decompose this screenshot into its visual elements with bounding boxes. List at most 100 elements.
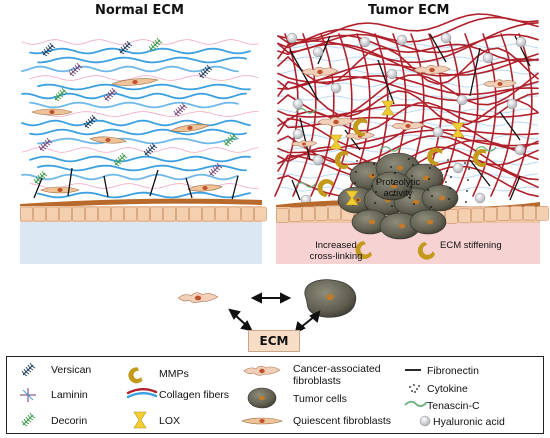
tumor-cytokine-dot [466, 190, 468, 192]
tumor-cytokine-dot [467, 179, 469, 181]
legend-versican-glyph [21, 362, 36, 377]
ecm-center-label: ECM [248, 330, 300, 352]
normal-glyco-10-branch [74, 69, 79, 73]
tumor-epithelial-cell [510, 205, 523, 221]
tumor-caf-3 [317, 116, 355, 127]
tumor-tenascin-strand [475, 146, 497, 152]
tumor-cytokine-dot [431, 195, 433, 197]
normal-glyco-11-branch [183, 105, 188, 109]
tumor-fibronectin-strand [299, 117, 311, 161]
normal-glyco-14 [208, 162, 223, 177]
tumor-cancer-associated-fibroblasts [290, 64, 517, 148]
normal-glyco-8-branch [227, 136, 231, 141]
normal-glyco-5 [148, 37, 163, 52]
normal-glyco-2-branch [208, 67, 213, 71]
legend-quiescent-nucleus [259, 419, 265, 423]
normal-proteoglycans [33, 37, 238, 185]
normal-epithelium [20, 206, 267, 222]
normal-glyco-13-branch [46, 142, 51, 146]
tumor-mmp-3 [417, 241, 436, 260]
tumor-cytokine-dot [374, 202, 376, 204]
normal-collagen-fiber [37, 56, 247, 64]
center-caf-nucleus [194, 295, 202, 301]
normal-glyco-10-branch [72, 71, 77, 75]
normal-ecm-panel [20, 28, 267, 264]
tumor-blue-fiber [277, 108, 539, 114]
tumor-red-fiber [277, 129, 539, 154]
tumor-epithelial-cell [328, 205, 341, 221]
tumor-red-fiber-vertical [292, 33, 317, 197]
normal-glyco-9-branch [37, 174, 41, 179]
normal-glyco-7-branch [123, 155, 128, 159]
tumor-cytokine-dot [375, 191, 377, 193]
normal-glyco-12-branch [113, 90, 118, 94]
normal-glyco-6-branch [59, 94, 64, 98]
tumor-fibronectin-strand [289, 49, 319, 101]
tumor-hyaluronic-11 [292, 128, 304, 140]
tumor-hyaluronic-3 [396, 34, 408, 46]
tumor-cytokines [339, 157, 470, 208]
normal-fibroblast-1-nucleus [49, 110, 55, 114]
normal-glyco-4-branch [147, 151, 152, 155]
normal-epithelial-cell [98, 206, 111, 222]
normal-glyco-11-branch [179, 104, 183, 109]
proteolytic-activity-label: Proteolytic activity [370, 177, 426, 199]
legend-versican-glyph-branch [31, 365, 36, 369]
normal-glyco-3-branch [89, 121, 94, 125]
legend-decorin-glyph-branch [23, 423, 28, 427]
normal-glyco-1-branch [120, 46, 124, 51]
legend-mmps-label: MMPs [159, 368, 189, 380]
tumor-cell-nucleus [426, 219, 434, 225]
legend-caf-icon [243, 365, 281, 376]
tumor-fibronectin-strand [469, 159, 491, 187]
tumor-mmp-4 [472, 149, 486, 167]
normal-collagen-fiber [37, 111, 259, 117]
tumor-ecm-title: Tumor ECM [368, 3, 450, 18]
legend-decorin-glyph [21, 412, 36, 427]
normal-glyco-4 [143, 142, 158, 157]
normal-lumen [20, 220, 262, 264]
normal-glyco-12 [103, 87, 118, 102]
normal-glyco-8-branch [229, 134, 233, 139]
normal-glyco-10-branch [70, 68, 74, 73]
tumor-mmp-1 [317, 178, 334, 197]
normal-glyco-13-branch [42, 146, 47, 150]
legend-caf-line2: fibroblasts [293, 375, 341, 387]
normal-glyco-9-branch [33, 178, 37, 183]
tumor-mmp-6 [352, 118, 368, 137]
normal-glyco-1-branch [120, 51, 125, 55]
normal-glyco-2-branch [204, 71, 209, 75]
tumor-cytokine-dot [394, 172, 396, 174]
tumor-caf-4-nucleus [405, 124, 411, 128]
normal-glyco-13-branch [42, 141, 46, 146]
tumor-cytokine-dot [413, 203, 415, 205]
tumor-cytokine-dot [449, 187, 451, 189]
normal-glyco-6-branch [59, 89, 63, 94]
legend-tenascin-label: Tenascin-C [427, 400, 480, 412]
normal-glyco-12-branch [111, 87, 115, 92]
normal-fibronectin [33, 167, 239, 201]
normal-glyco-1-branch [122, 44, 126, 49]
normal-epithelial-cell [228, 206, 241, 222]
tumor-cell-10 [371, 171, 413, 201]
normal-glyco-11-branch [179, 109, 184, 113]
normal-glyco-8-branch [233, 135, 238, 139]
normal-glyco-0-branch [51, 45, 56, 49]
normal-glyco-8-branch [223, 140, 227, 145]
normal-glyco-14-branch [218, 165, 223, 169]
tumor-epithelial-cell [458, 208, 471, 224]
normal-glyco-7-branch [113, 160, 117, 165]
tumor-lox-3 [345, 190, 359, 206]
tumor-fibronectin-strand [317, 35, 331, 65]
normal-glyco-2-branch [202, 73, 207, 77]
normal-epithelial-cell [59, 206, 72, 222]
tumor-tenascin-strand [295, 182, 317, 188]
normal-collagen-fiber [29, 128, 247, 136]
legend-decorin-glyph-branch [25, 421, 30, 425]
normal-fibroblast-1 [31, 108, 73, 116]
tumor-cytokine-dot [376, 180, 378, 182]
tumor-cytokine-dot [390, 166, 392, 168]
normal-collagen-fiber [21, 65, 239, 73]
proteolytic-label-line1: Proteolytic [375, 177, 421, 188]
tumor-hyaluronic-10 [506, 98, 518, 110]
